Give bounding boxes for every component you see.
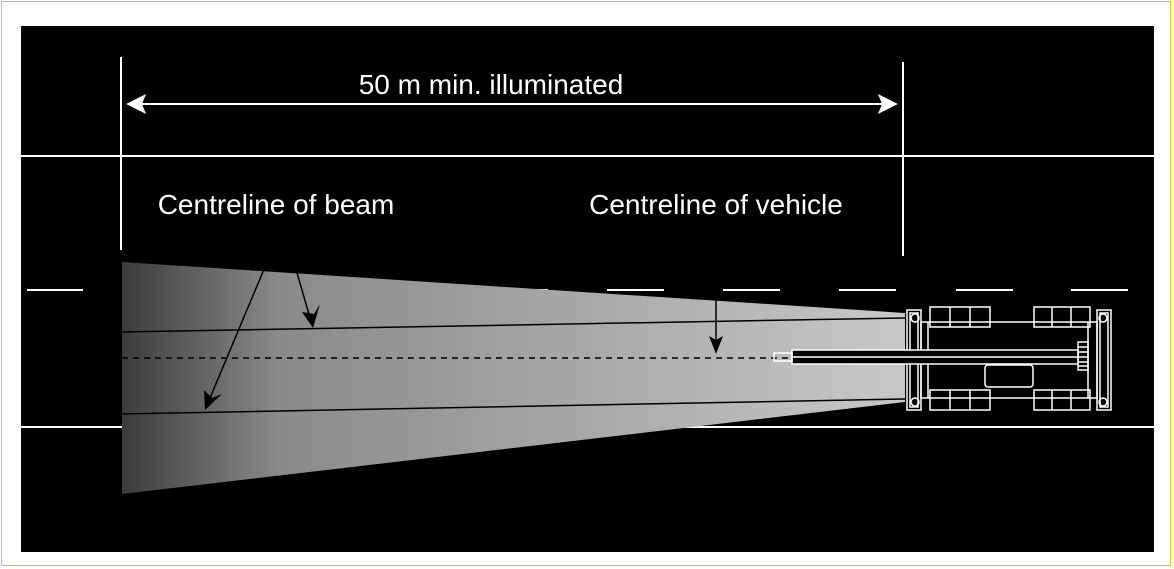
beam-centreline-upper — [121, 317, 906, 333]
beam-centreline-label: Centreline of beam — [158, 189, 395, 220]
dimension-arrow — [126, 94, 898, 114]
dimension-label: 50 m min. illuminated — [359, 69, 624, 100]
light-beam — [122, 262, 905, 494]
vehicle-centreline-label: Centreline of vehicle — [589, 189, 843, 220]
vehicle-top-view — [773, 306, 1112, 411]
vehicle-leader-arrow — [709, 224, 723, 354]
beam-centreline-lower — [121, 398, 906, 415]
beam-leader-arrows — [204, 223, 320, 410]
